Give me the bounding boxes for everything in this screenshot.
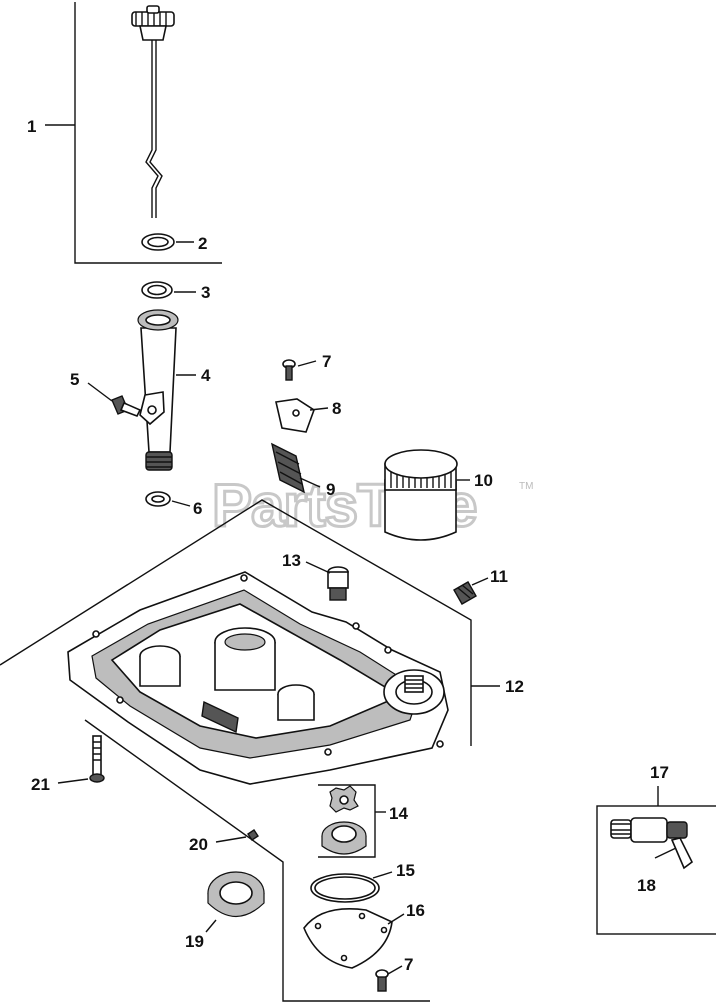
oil-pan xyxy=(67,571,449,785)
bolt-5 xyxy=(87,382,142,418)
callout-18: 18 xyxy=(637,876,656,895)
plug-13 xyxy=(305,561,349,601)
callout-21: 21 xyxy=(31,775,50,794)
gear-14-outer xyxy=(321,821,367,855)
callout-6: 6 xyxy=(193,499,202,518)
bracket-oil-pump xyxy=(318,784,386,858)
callout-8: 8 xyxy=(332,399,341,418)
watermark-tm: TM xyxy=(519,481,533,492)
o-ring-2 xyxy=(141,233,194,251)
callout-13: 13 xyxy=(282,551,301,570)
callout-4: 4 xyxy=(201,366,211,385)
callout-5: 5 xyxy=(70,370,79,389)
bracket-cover xyxy=(84,719,430,1002)
o-ring-3 xyxy=(141,281,196,299)
dipstick xyxy=(131,5,175,218)
bolt-21 xyxy=(57,735,105,784)
oil-filter xyxy=(384,449,470,541)
callout-19: 19 xyxy=(185,932,204,951)
callout-15: 15 xyxy=(396,861,415,880)
callout-3: 3 xyxy=(201,283,210,302)
callout-16: 16 xyxy=(406,901,425,920)
oil-seal-19 xyxy=(205,871,265,933)
callout-7-lower: 7 xyxy=(404,955,413,974)
screen-9 xyxy=(270,442,321,494)
bracket-oil-pan xyxy=(0,499,500,746)
callout-20: 20 xyxy=(189,835,208,854)
callout-10: 10 xyxy=(474,471,493,490)
oil-fill-tube xyxy=(137,309,196,471)
pin-20 xyxy=(215,829,259,843)
bracket-dipstick-assembly xyxy=(45,2,222,264)
callout-12: 12 xyxy=(505,677,524,696)
bracket-valve-assembly xyxy=(596,786,716,935)
cover-plate-16 xyxy=(303,908,405,969)
callout-7-upper: 7 xyxy=(322,352,331,371)
callout-14: 14 xyxy=(389,804,408,823)
callout-1: 1 xyxy=(27,117,36,136)
callout-labels: 1 2 3 4 5 6 7 8 9 10 11 12 13 14 15 16 1… xyxy=(27,117,669,974)
callout-11: 11 xyxy=(490,567,508,586)
o-ring-15 xyxy=(310,871,393,903)
valve-18 xyxy=(610,817,694,870)
washer-6 xyxy=(145,491,191,507)
screw-7-lower xyxy=(375,965,403,992)
screw-7-upper xyxy=(282,359,317,381)
fitting-11 xyxy=(453,577,489,605)
bracket-8 xyxy=(275,398,329,433)
callout-9: 9 xyxy=(326,480,335,499)
callout-17: 17 xyxy=(650,763,669,782)
gear-14-inner xyxy=(329,785,359,813)
callout-2: 2 xyxy=(198,234,207,253)
